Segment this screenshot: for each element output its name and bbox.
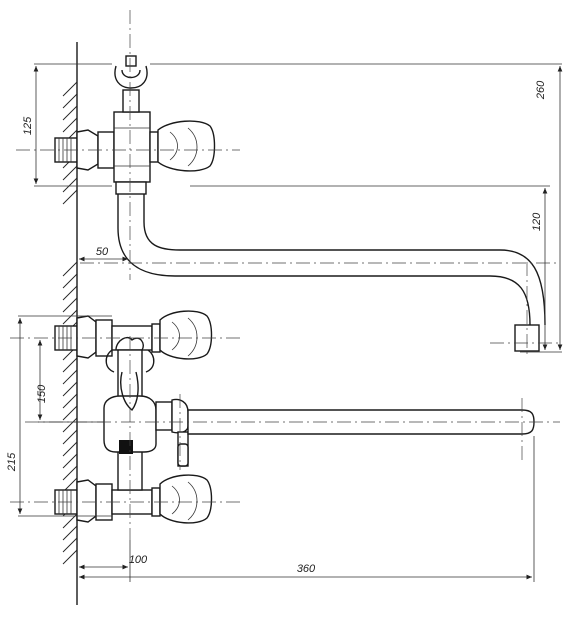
dim-label-260: 260	[535, 80, 547, 100]
dim-label-215: 215	[6, 452, 18, 472]
top-wall-connector	[54, 129, 115, 171]
bottom-upper-connector	[54, 315, 153, 359]
dim-label-360: 360	[297, 563, 316, 575]
top-valve-body	[113, 111, 151, 183]
dimension-lines	[17, 63, 563, 582]
top-view	[16, 10, 560, 358]
dim-label-50: 50	[96, 246, 109, 258]
dimension-labels: 260 125 120 50 150 215 100 360	[6, 80, 547, 575]
bottom-lower-handle[interactable]	[151, 474, 213, 524]
diverter-block	[119, 440, 133, 454]
top-handle[interactable]	[149, 120, 216, 172]
wall-hatch-lower	[62, 261, 78, 565]
diverter-lever[interactable]	[155, 398, 189, 467]
bottom-view	[10, 310, 560, 540]
dim-label-120: 120	[531, 212, 543, 231]
dim-label-150: 150	[36, 384, 48, 403]
wall	[62, 42, 78, 605]
dim-label-100: 100	[129, 554, 148, 566]
shower-holder	[114, 55, 148, 113]
bottom-upper-handle[interactable]	[151, 310, 213, 360]
dim-label-125: 125	[22, 116, 34, 135]
